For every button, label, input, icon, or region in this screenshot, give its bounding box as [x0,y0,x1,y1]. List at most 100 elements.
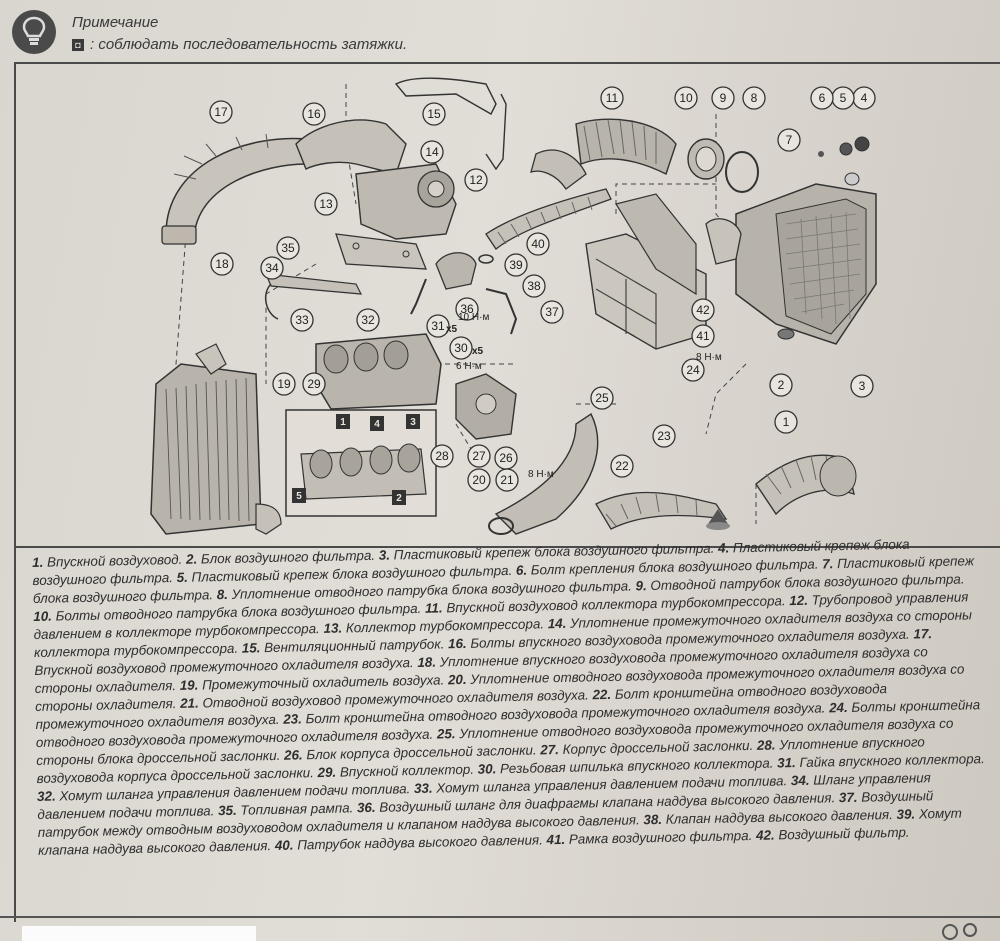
legend-item-number: 40. [274,837,294,853]
legend-item-number: 10. [33,608,53,624]
torque-labels: 10 Н·м 6 Н·м 8 Н·м 8 Н·м x5 x5 [446,312,722,480]
callout-number: 30 [454,341,468,355]
callout-circle [590,386,614,410]
legend-item-text: Коллектор турбокомпрессора. [341,616,548,636]
callout-circle [464,168,488,192]
callout-number: 21 [500,473,514,487]
legend-item-number: 17. [913,626,933,642]
callout-number: 24 [686,363,700,377]
turbo-intake-ducts [295,77,507,175]
legend-item-number: 28. [756,737,776,753]
legend-item-number: 42. [755,827,775,843]
callout-number: 33 [295,313,309,327]
callout-circle [467,444,491,468]
callout-circle [504,253,528,277]
callout-circle [314,192,338,216]
collector-intake-duct [530,118,677,190]
legend-item-number: 29. [317,764,337,781]
white-label-patch [22,926,256,941]
callout-number: 41 [696,329,710,343]
callout-number: 39 [509,258,523,272]
callout-circle [691,298,715,322]
inset-numbers: 1 4 3 5 2 [296,417,416,504]
legend-item-number: 7. [822,556,834,572]
legend-text: 1. Впускной воздуховод. 2. Блок воздушно… [32,534,989,914]
callout-circle [777,128,801,152]
callout-circle [272,372,296,396]
callout-circle [774,410,798,434]
callout-number: 22 [615,459,629,473]
exploded-diagram: 1234567891011121314151617181920212223242… [150,77,877,535]
legend-item-number: 12. [789,592,809,609]
callout-number: 13 [319,197,333,211]
callout-number: 37 [545,305,559,319]
callout-number: 20 [472,473,486,487]
callout-circle [260,256,284,280]
callout-number: 1 [783,415,790,429]
callout-circle [610,454,634,478]
callout-number: 10 [679,91,693,105]
legend-item-number: 34. [790,772,810,789]
callout-number: 18 [215,257,229,271]
callout-circle [290,308,314,332]
legend-item-number: 3. [378,547,391,563]
legend-item-text: Резьбовая шпилька впускного коллектора. [496,755,778,777]
intercooler [150,343,282,535]
legend-item-number: 27. [540,742,560,758]
callout-circle [600,86,624,110]
callout-number: 3 [859,379,866,393]
callout-number: 34 [265,261,279,275]
legend-item-number: 33. [413,780,433,797]
legend-item-text: Гайка впускного коллектора. [795,751,985,771]
legend-item-number: 35. [217,802,237,819]
legend-item-number: 26. [283,747,303,763]
callout-circle [540,300,564,324]
legend-item-number: 25. [436,726,456,742]
callout-circle [691,324,715,348]
air-filter-box [705,183,877,345]
legend-item-text: Вентиляционный патрубок. [260,636,449,656]
callout-circle [426,314,450,338]
callout-circle [769,373,793,397]
legend-item-number: 23. [283,711,303,727]
callout-circle [276,236,300,260]
legend-item-number: 8. [216,586,229,603]
callout-number: 15 [427,107,441,121]
legend-item-number: 2. [185,551,198,567]
callout-circle [467,468,491,492]
callout-circle [494,446,518,470]
outlet-pipe-seals [687,136,870,193]
callout-number: 40 [531,237,545,251]
callout-circle [652,424,676,448]
legend-item-text: Патрубок наддува высокого давления. [293,832,547,853]
legend-item-number: 41. [546,831,566,848]
callout-number: 12 [469,173,483,187]
callout-circle [422,102,446,126]
intake-duct [755,454,857,516]
legend-item-text: Впускной воздуховод. [43,551,187,570]
legend-item-text: Топливная рампа. [236,800,358,818]
callout-number: 36 [460,302,474,316]
callout-number: 29 [307,377,321,391]
legend-item-number: 6. [515,562,528,578]
legend-item-text: Впускной коллектор. [336,761,478,780]
callout-number: 25 [595,391,609,405]
legend-item-number: 9. [635,578,647,594]
legend-item-number: 21. [179,695,199,711]
torque-6nm: 6 Н·м [456,361,482,372]
tightening-sequence-inset [285,409,437,517]
legend-item-number: 5. [176,569,188,585]
callout-number: 17 [214,105,228,119]
intercooler-outlet-duct [488,412,728,535]
gear-icon [942,923,977,940]
callout-circle [302,102,326,126]
lightbulb-icon [12,10,56,54]
callout-circle [455,297,479,321]
callout-circle [526,232,550,256]
inset-number: 1 [340,417,346,428]
inset-number: 4 [374,419,380,430]
callout-number: 6 [819,91,826,105]
callout-circle [209,100,233,124]
